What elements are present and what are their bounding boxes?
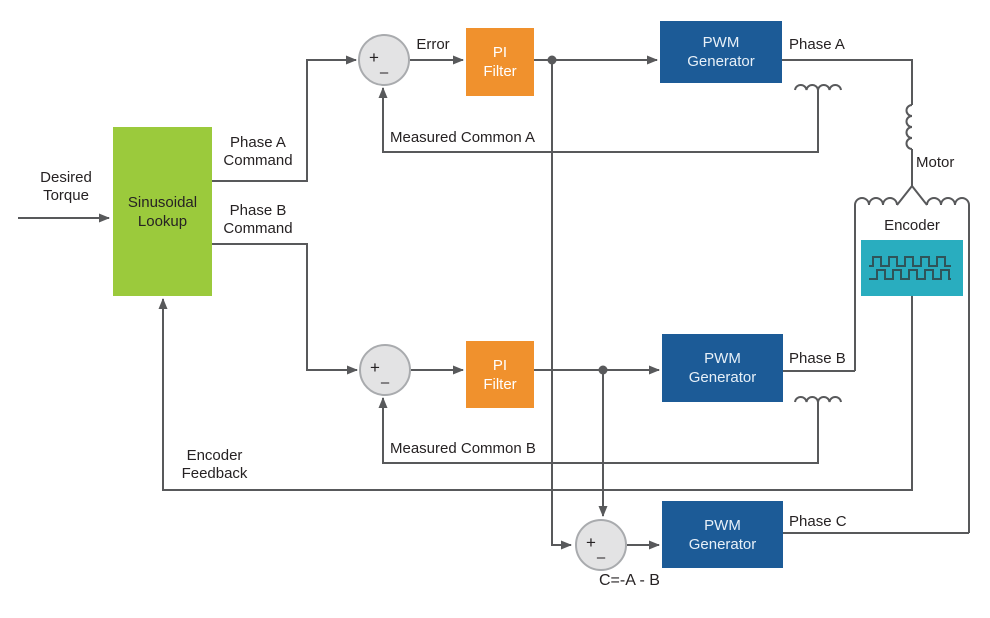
- wire-branch-a-to-sum3: [551, 60, 572, 550]
- pi-filter-label-line1: PI: [492, 356, 508, 374]
- pi-filter-label-line1: PI: [492, 44, 508, 61]
- pwm-generator-label-line2: Generator: [688, 535, 757, 553]
- encoder-block: [861, 240, 963, 296]
- wire-phase-b-command: [212, 243, 358, 375]
- phase-b-label: Phase B: [789, 350, 846, 367]
- summing-junction-a: + –: [358, 34, 410, 86]
- motor-winding-right-icon: [926, 197, 970, 206]
- motor-wye-junction: [896, 184, 928, 206]
- plus-sign: +: [370, 358, 380, 377]
- inductor-b-icon: [794, 396, 842, 403]
- plus-sign: +: [369, 48, 379, 67]
- wire-phase-a-command: [212, 55, 357, 182]
- pi-filter-label-line2: Filter: [483, 63, 517, 80]
- pi-filter-label-line2: Filter: [483, 375, 517, 393]
- junction-dot-b: [598, 365, 608, 375]
- phase-c-equation-label: C=-A - B: [599, 572, 660, 589]
- wire-phase-a-output: [782, 59, 913, 186]
- sinusoidal-lookup-label-line1: Sinusoidal: [127, 193, 198, 211]
- encoder-label: Encoder: [884, 217, 940, 234]
- pwm-generator-b-block: PWM Generator: [662, 334, 783, 402]
- motor-label: Motor: [916, 154, 955, 171]
- pwm-generator-a-block: PWM Generator: [660, 21, 782, 83]
- phase-a-label: Phase A: [789, 36, 845, 53]
- phase-a-command-label: Phase A Command: [223, 134, 293, 169]
- encoder-waveform-icon: [869, 256, 951, 280]
- error-label: Error: [416, 36, 450, 53]
- encoder-feedback-label: Encoder Feedback: [181, 447, 248, 482]
- measured-common-b-label: Measured Common B: [390, 440, 536, 457]
- plus-sign: +: [586, 533, 596, 552]
- pwm-generator-c-block: PWM Generator: [662, 501, 783, 568]
- pwm-generator-label-line1: PWM: [704, 516, 741, 534]
- wire-measured-common-b: [378, 397, 819, 464]
- desired-torque-label: Desired Torque: [40, 169, 92, 204]
- sinusoidal-lookup-block: Sinusoidal Lookup: [113, 127, 212, 296]
- motor-winding-left-icon: [854, 197, 898, 206]
- minus-sign: –: [379, 64, 389, 81]
- junction-dot-a: [547, 55, 557, 65]
- summing-junction-c: + –: [575, 519, 627, 571]
- sinusoidal-lookup-label-line2: Lookup: [137, 212, 188, 230]
- pwm-generator-label-line2: Generator: [687, 53, 755, 70]
- phase-c-label: Phase C: [789, 513, 847, 530]
- phase-b-command-label: Phase B Command: [223, 202, 293, 237]
- pi-filter-a-block: PI Filter: [466, 28, 534, 96]
- wire-measured-common-a: [378, 87, 819, 153]
- summing-junction-b: + –: [359, 344, 411, 396]
- measured-common-a-label: Measured Common A: [390, 129, 536, 146]
- pwm-generator-label-line2: Generator: [688, 369, 757, 386]
- pwm-generator-label-line1: PWM: [702, 34, 740, 51]
- minus-sign: –: [596, 549, 606, 566]
- motor-winding-a-icon: [905, 104, 913, 150]
- pwm-generator-label-line1: PWM: [704, 350, 741, 367]
- pi-filter-b-block: PI Filter: [466, 341, 534, 408]
- wire-encoder-feedback: [158, 296, 913, 491]
- inductor-a-icon: [794, 84, 842, 91]
- minus-sign: –: [380, 374, 390, 391]
